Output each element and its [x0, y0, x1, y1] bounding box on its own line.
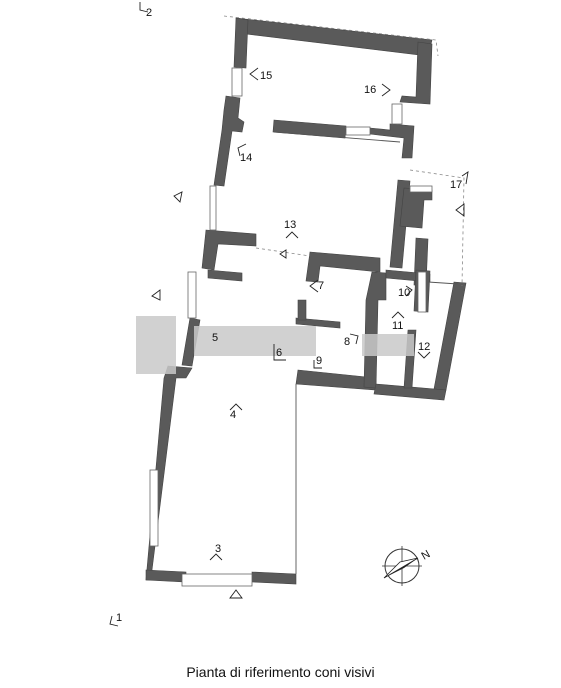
wall-stub-8	[297, 299, 307, 321]
viewpoint-label: 6	[276, 347, 282, 359]
viewpoint-label: 8	[344, 336, 350, 348]
wall-center	[305, 251, 381, 283]
wall-top	[235, 17, 433, 57]
viewpoint-label: 3	[215, 543, 221, 555]
viewpoint-10: 10	[398, 285, 413, 299]
window-left-lower	[149, 469, 159, 547]
wall-room-12-right	[433, 281, 467, 391]
windows	[149, 67, 433, 587]
wall-bottom-right	[251, 571, 297, 585]
window-15	[231, 67, 243, 97]
view-cone-icon	[391, 311, 405, 319]
window-bottom	[181, 573, 253, 587]
blur-right	[362, 334, 414, 356]
wall-cross-8	[295, 317, 341, 329]
viewpoint-label: 7	[318, 280, 324, 292]
viewpoint-layer: 1 2 3 4 5 6 7 8 9	[109, 2, 469, 627]
view-cone-icon	[349, 333, 359, 345]
viewpoint-label: 2	[146, 7, 152, 19]
triangle-icon	[455, 203, 465, 217]
view-cone-icon	[209, 553, 223, 561]
outlines	[223, 15, 465, 574]
viewpoint-1: 1	[109, 612, 122, 627]
viewpoint-label: 11	[392, 320, 403, 332]
viewpoint-label: 16	[364, 84, 376, 96]
plot-boundary-top	[223, 15, 439, 57]
viewpoint-label: 13	[284, 219, 296, 231]
view-cone-icon	[139, 2, 149, 13]
wall-bottom-left	[145, 569, 187, 583]
viewpoint-8: 8	[344, 333, 359, 348]
view-cone-icon	[109, 615, 119, 627]
viewpoint-17: 17	[450, 171, 469, 191]
wall-room-12-bottom	[373, 383, 447, 401]
plot-boundary-right	[409, 169, 465, 287]
viewpoint-label: 12	[418, 341, 430, 353]
compass-north-label: N	[420, 548, 433, 562]
view-cone-icon	[309, 279, 319, 293]
viewpoint-12: 12	[417, 341, 431, 359]
wall-partition-14	[272, 119, 347, 139]
view-cone-icon	[273, 344, 286, 361]
wall-left-upper	[213, 95, 245, 187]
plan-caption: Pianta di riferimento coni visivi	[186, 664, 375, 680]
view-cone-icon	[461, 171, 469, 185]
viewpoint-label: 9	[316, 355, 322, 367]
window-left-upper	[209, 185, 217, 231]
triangle-icon	[151, 289, 161, 301]
walls	[145, 17, 467, 585]
wall-right-block	[363, 271, 387, 389]
outline-right-rooms	[427, 281, 459, 285]
wall-left-mid	[201, 229, 257, 271]
triangle-icon	[229, 589, 243, 599]
view-cone-icon	[417, 351, 431, 359]
view-cone-icon	[237, 143, 247, 157]
wall-stub-left	[207, 269, 243, 282]
view-cone-icon	[381, 83, 391, 97]
compass: N	[382, 546, 432, 586]
viewpoint-5: 5	[212, 332, 218, 344]
viewpoint-2: 2	[139, 2, 152, 19]
triangle-icon	[279, 249, 287, 259]
view-cone-icon	[229, 403, 243, 411]
viewpoint-label: 5	[212, 332, 218, 344]
view-cone-icon	[405, 285, 413, 297]
viewpoint-label: 14	[240, 152, 252, 164]
viewpoint-4: 4	[229, 403, 243, 421]
window-17	[409, 185, 433, 193]
view-cone-icon	[313, 360, 322, 369]
viewpoint-label: 4	[230, 409, 236, 421]
window-right-lower	[417, 271, 427, 313]
window-14-top	[345, 126, 371, 136]
view-cone-icon	[249, 67, 259, 81]
viewpoint-6: 6	[273, 344, 286, 361]
viewpoint-14: 14	[237, 143, 252, 164]
blurred-watermark	[136, 316, 414, 374]
viewpoint-label: 10	[398, 287, 410, 299]
viewpoint-13: 13	[284, 219, 299, 239]
blur-left	[136, 316, 176, 374]
wall-top-right	[399, 41, 433, 105]
viewpoint-9: 9	[313, 355, 322, 369]
viewpoint-label: 15	[260, 70, 272, 82]
viewpoint-label: 17	[450, 179, 462, 191]
viewpoint-label: 1	[116, 612, 122, 624]
viewpoint-16: 16	[364, 83, 391, 97]
window-16	[391, 103, 403, 125]
triangle-markers	[151, 191, 465, 599]
wall-partition-16	[369, 123, 415, 159]
triangle-icon	[173, 191, 183, 203]
compass-needle-icon	[383, 557, 419, 579]
viewpoint-15: 15	[249, 67, 272, 82]
window-left-mid	[187, 271, 197, 319]
wall-17-room	[399, 187, 433, 229]
viewpoint-11: 11	[391, 311, 405, 332]
view-cone-icon	[285, 231, 299, 239]
viewpoint-7: 7	[309, 279, 324, 293]
blur-center	[194, 326, 316, 356]
step-line-top	[273, 131, 401, 143]
viewpoint-3: 3	[209, 543, 223, 561]
wall-top-left	[233, 17, 249, 69]
